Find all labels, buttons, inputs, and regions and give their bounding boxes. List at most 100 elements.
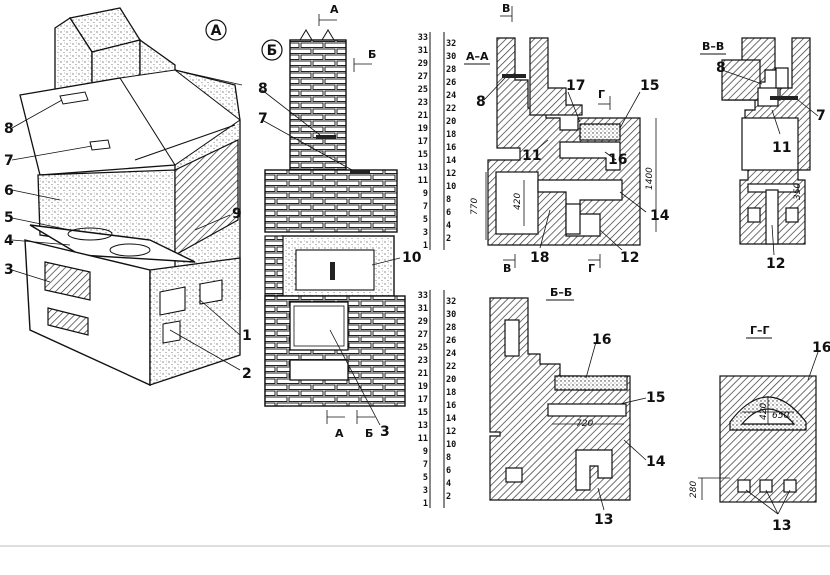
row-13-lower: 13 bbox=[418, 421, 428, 431]
section-mark-a-bottom: А bbox=[335, 427, 344, 440]
row-8: 8 bbox=[446, 195, 451, 205]
section-v-v-label: В–В bbox=[702, 40, 724, 53]
row-28: 28 bbox=[446, 65, 456, 75]
row-11-lower: 11 bbox=[418, 434, 428, 444]
part-17-aa: 17 bbox=[566, 78, 585, 94]
row-15: 15 bbox=[418, 150, 428, 160]
row-30: 30 bbox=[446, 52, 456, 62]
dim-770: 770 bbox=[470, 198, 480, 215]
row-1-lower: 1 bbox=[423, 499, 428, 509]
row-scale-lower: 33 31 29 27 25 23 21 19 17 15 13 11 9 7 … bbox=[418, 290, 456, 509]
section-b-b: Б–Б 720 16 15 14 13 bbox=[489, 286, 666, 528]
row-22: 22 bbox=[446, 104, 456, 114]
part-5-a: 5 bbox=[4, 210, 14, 226]
row-32-lower: 32 bbox=[446, 297, 456, 307]
row-29-lower: 29 bbox=[418, 317, 428, 327]
part-6-a: 6 bbox=[4, 183, 14, 199]
row-29: 29 bbox=[418, 59, 428, 69]
row-8-lower: 8 bbox=[446, 453, 451, 463]
row-2: 2 bbox=[446, 234, 451, 244]
row-5: 5 bbox=[423, 215, 428, 225]
row-20-lower: 20 bbox=[446, 375, 456, 385]
part-8-vv: 8 bbox=[716, 60, 726, 76]
row-9-lower: 9 bbox=[423, 447, 428, 457]
part-8-b: 8 bbox=[258, 81, 268, 97]
row-25-lower: 25 bbox=[418, 343, 428, 353]
section-mark-a-top: А bbox=[330, 3, 339, 16]
row-19: 19 bbox=[418, 124, 428, 134]
dim-720: 720 bbox=[576, 419, 593, 429]
part-11-vv: 11 bbox=[772, 140, 791, 156]
row-19-lower: 19 bbox=[418, 382, 428, 392]
part-8-a: 8 bbox=[4, 121, 14, 137]
dim-1400: 1400 bbox=[645, 167, 655, 190]
section-mark-b-bottom: Б bbox=[365, 427, 373, 440]
dim-350: 350 bbox=[793, 183, 803, 200]
row-27-lower: 27 bbox=[418, 330, 428, 340]
part-14-bb: 14 bbox=[646, 454, 666, 470]
row-28-lower: 28 bbox=[446, 323, 456, 333]
row-33: 33 bbox=[418, 33, 428, 43]
dim-280: 280 bbox=[689, 481, 699, 498]
part-12-vv: 12 bbox=[766, 256, 785, 272]
row-25: 25 bbox=[418, 85, 428, 95]
part-2-a: 2 bbox=[242, 366, 252, 382]
row-33-lower: 33 bbox=[418, 291, 428, 301]
row-1: 1 bbox=[423, 241, 428, 251]
part-4-a: 4 bbox=[4, 233, 14, 249]
row-18-lower: 18 bbox=[446, 388, 456, 398]
row-4-lower: 4 bbox=[446, 479, 451, 489]
row-16: 16 bbox=[446, 143, 456, 153]
section-b-b-label: Б–Б bbox=[550, 286, 572, 299]
section-v-v: В–В 350 8 7 11 12 bbox=[700, 37, 826, 272]
mark-g-bottom: Г bbox=[588, 262, 595, 275]
section-a-a-label: А–А bbox=[466, 50, 489, 63]
part-10-b: 10 bbox=[402, 250, 422, 266]
row-9: 9 bbox=[423, 189, 428, 199]
dim-420-gg: 420 bbox=[759, 403, 769, 420]
view-b-label: Б bbox=[267, 43, 278, 59]
row-14: 14 bbox=[446, 156, 456, 166]
section-mark-b-top: Б bbox=[368, 48, 376, 61]
dim-650: 650 bbox=[772, 411, 789, 421]
row-12-lower: 12 bbox=[446, 427, 456, 437]
row-12: 12 bbox=[446, 169, 456, 179]
row-21-lower: 21 bbox=[418, 369, 428, 379]
row-10-lower: 10 bbox=[446, 440, 456, 450]
part-12-aa: 12 bbox=[620, 250, 639, 266]
part-8-aa: 8 bbox=[476, 94, 486, 110]
row-24: 24 bbox=[446, 91, 456, 101]
row-31: 31 bbox=[418, 46, 428, 56]
row-16-lower: 16 bbox=[446, 401, 456, 411]
row-7: 7 bbox=[423, 202, 428, 212]
row-23: 23 bbox=[418, 98, 428, 108]
row-scale-upper: 33 31 29 27 25 23 21 19 17 15 13 11 9 7 … bbox=[418, 32, 456, 251]
row-11: 11 bbox=[418, 176, 428, 186]
row-10: 10 bbox=[446, 182, 456, 192]
mark-g-mid: Г bbox=[598, 88, 605, 101]
row-17: 17 bbox=[418, 137, 428, 147]
row-21: 21 bbox=[418, 111, 428, 121]
part-16-aa: 16 bbox=[608, 152, 627, 168]
row-15-lower: 15 bbox=[418, 408, 428, 418]
row-14-lower: 14 bbox=[446, 414, 456, 424]
section-a-a: А–А 770 420 1400 В Г В Г bbox=[464, 2, 670, 275]
view-a-perspective: А 8 7 6 5 4 3 9 1 2 bbox=[4, 7, 252, 387]
part-3-b: 3 bbox=[380, 424, 390, 440]
section-g-g-label: Г–Г bbox=[750, 324, 770, 337]
row-27: 27 bbox=[418, 72, 428, 82]
mark-v-bottom: В bbox=[503, 262, 511, 275]
row-22-lower: 22 bbox=[446, 362, 456, 372]
row-17-lower: 17 bbox=[418, 395, 428, 405]
part-14-aa: 14 bbox=[650, 208, 670, 224]
row-26-lower: 26 bbox=[446, 336, 456, 346]
part-3-a: 3 bbox=[4, 262, 14, 278]
row-13: 13 bbox=[418, 163, 428, 173]
part-1-a: 1 bbox=[242, 328, 252, 344]
part-13-gg: 13 bbox=[772, 518, 791, 534]
part-7-a: 7 bbox=[4, 153, 14, 169]
row-6-lower: 6 bbox=[446, 466, 451, 476]
row-6: 6 bbox=[446, 208, 451, 218]
row-26: 26 bbox=[446, 78, 456, 88]
part-13-bb: 13 bbox=[594, 512, 613, 528]
